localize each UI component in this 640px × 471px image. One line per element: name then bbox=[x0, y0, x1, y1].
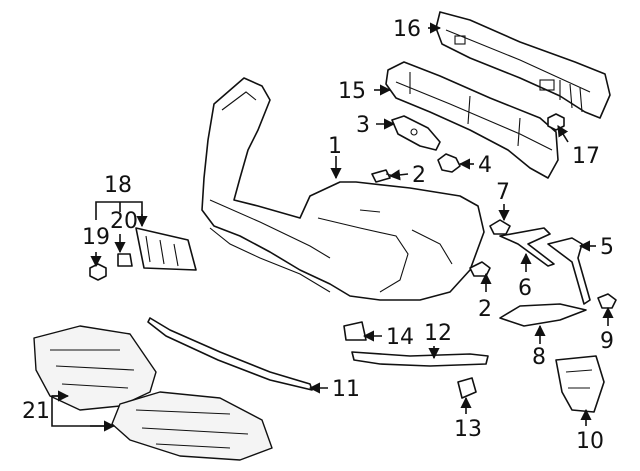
callout-2-upper: 2 bbox=[412, 163, 426, 188]
callout-5: 5 bbox=[600, 235, 614, 260]
retainer-6-part bbox=[499, 227, 555, 267]
callout-17: 17 bbox=[572, 144, 600, 169]
deflector-8-part bbox=[499, 303, 587, 327]
callout-20: 20 bbox=[110, 209, 138, 234]
clip-13-part bbox=[457, 377, 477, 399]
license-bracket-part bbox=[135, 227, 197, 271]
callout-1: 1 bbox=[328, 134, 342, 159]
callout-10: 10 bbox=[576, 429, 604, 454]
callout-8: 8 bbox=[532, 345, 546, 370]
callout-7: 7 bbox=[496, 180, 510, 205]
screw-2-lower-part bbox=[469, 261, 491, 277]
callout-4: 4 bbox=[478, 153, 492, 178]
clip-4-part bbox=[437, 153, 461, 173]
retainer-5-part bbox=[547, 237, 591, 305]
leader-lines bbox=[51, 22, 614, 432]
callout-3: 3 bbox=[356, 113, 370, 138]
callout-12: 12 bbox=[424, 321, 452, 346]
callout-numbers: 16 15 3 1 2 4 17 7 5 6 2 9 8 14 12 11 13… bbox=[22, 17, 614, 454]
bracket-10-part bbox=[555, 355, 605, 413]
callout-6: 6 bbox=[518, 276, 532, 301]
bolt-19-part bbox=[89, 263, 107, 281]
callout-15: 15 bbox=[338, 79, 366, 104]
callout-14: 14 bbox=[386, 325, 414, 350]
bracket-14-part bbox=[343, 321, 367, 341]
clip-20-part bbox=[117, 253, 133, 267]
under-cover-21-part bbox=[33, 325, 273, 461]
callout-19: 19 bbox=[82, 225, 110, 250]
callout-13: 13 bbox=[454, 417, 482, 442]
callout-2-lower: 2 bbox=[478, 297, 492, 322]
callout-9: 9 bbox=[600, 329, 614, 354]
energy-absorber-part bbox=[385, 61, 559, 179]
molding-11-part bbox=[147, 317, 313, 391]
bumper-bracket-part bbox=[391, 115, 441, 151]
callout-16: 16 bbox=[393, 17, 421, 42]
bolt-17-part bbox=[547, 113, 565, 131]
screw-7-part bbox=[489, 219, 511, 235]
callout-21: 21 bbox=[22, 399, 50, 424]
molding-12-part bbox=[351, 351, 489, 367]
clip-9-part bbox=[597, 293, 617, 309]
bumper-reinforcement-part bbox=[435, 11, 611, 119]
callout-18: 18 bbox=[104, 173, 132, 198]
bumper-cover-part bbox=[201, 77, 485, 301]
callout-11: 11 bbox=[332, 377, 360, 402]
